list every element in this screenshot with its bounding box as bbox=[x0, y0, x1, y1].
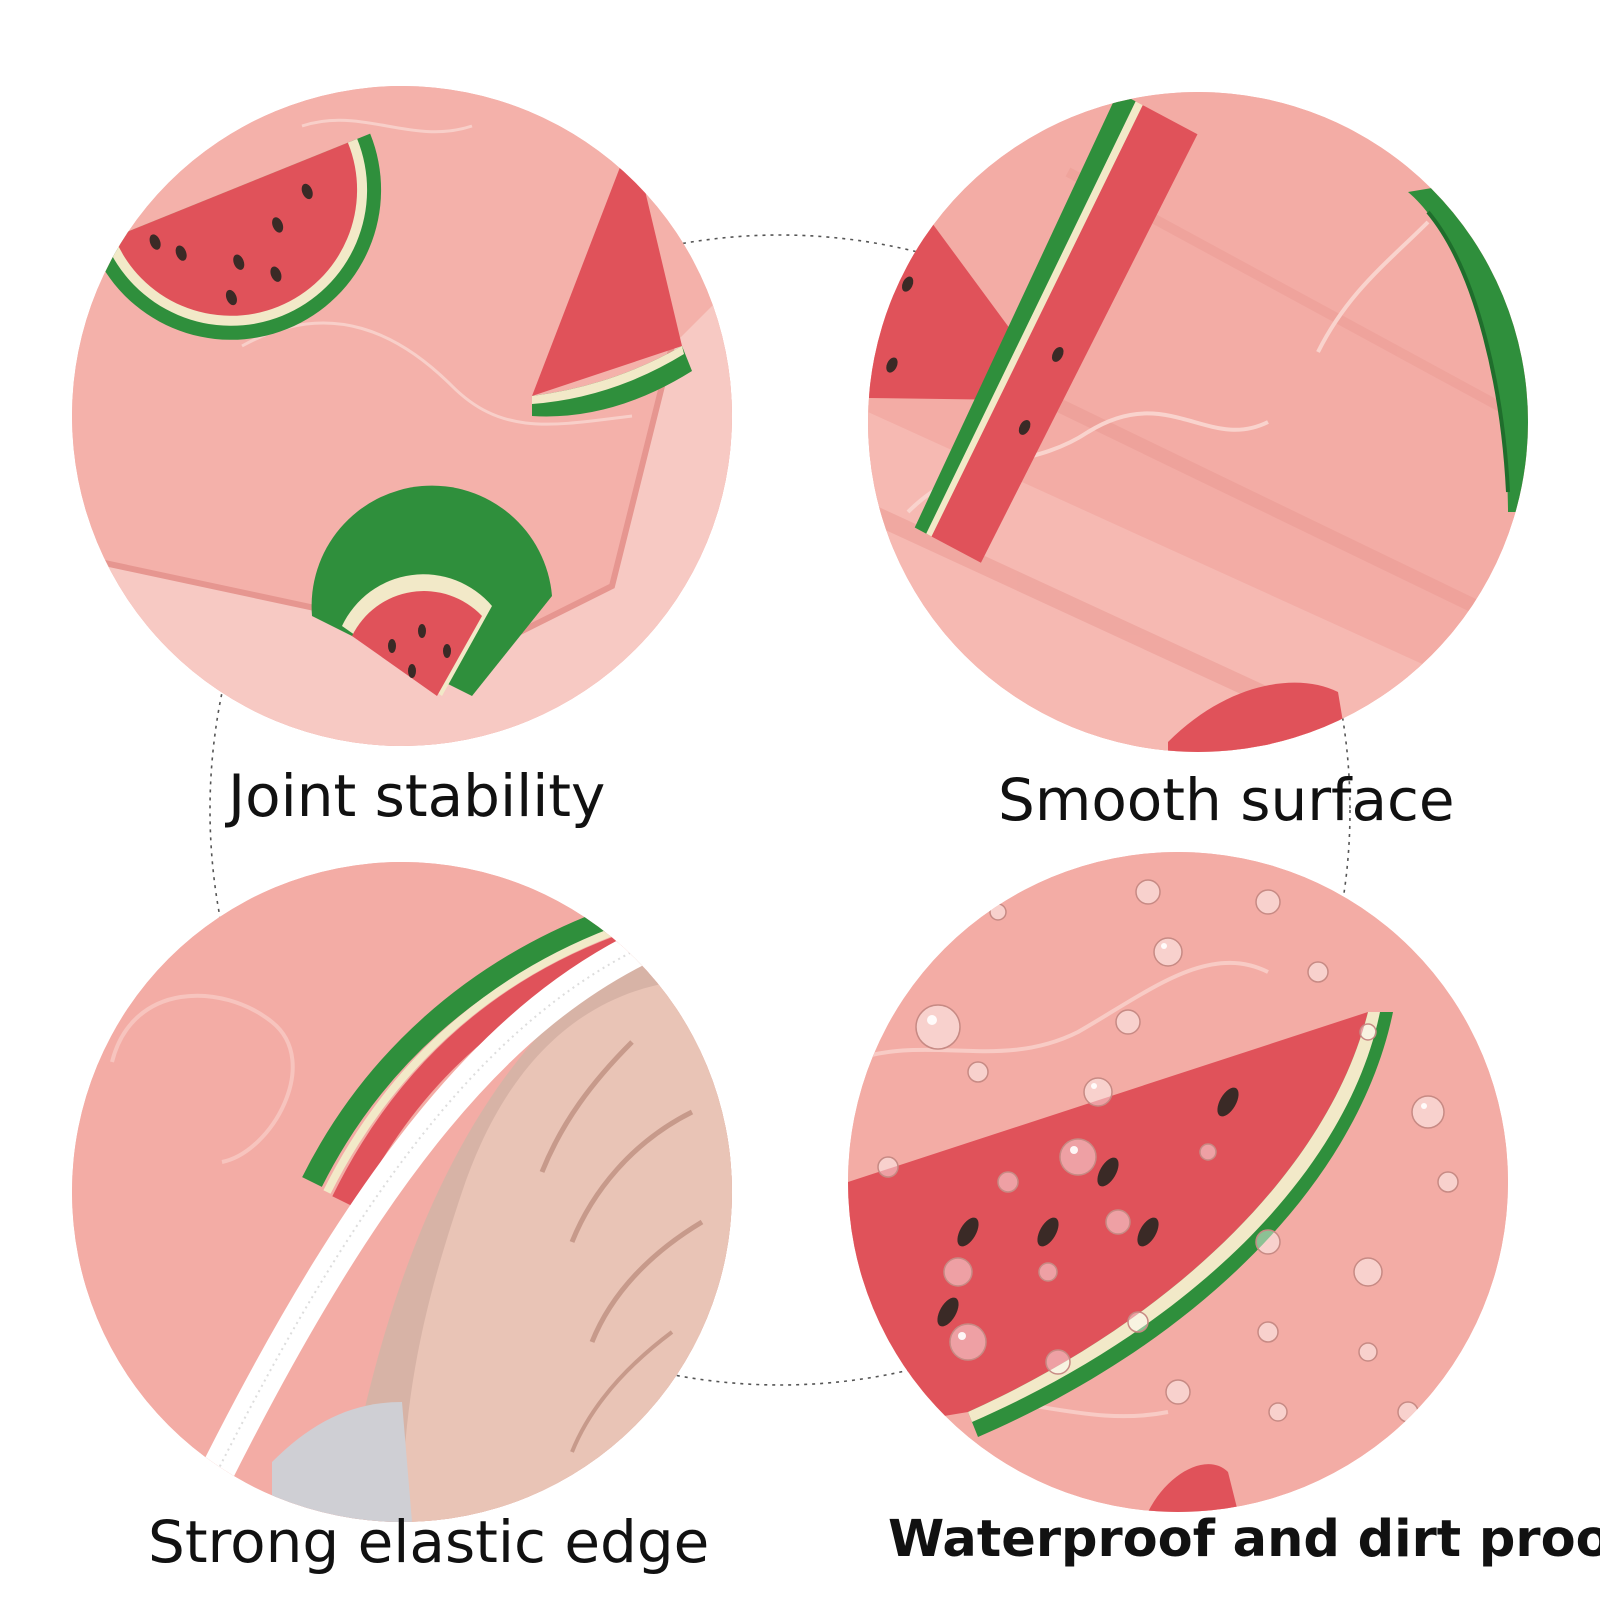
joint-stability-detail-image bbox=[72, 86, 732, 746]
smooth-surface-detail-image bbox=[868, 92, 1528, 752]
elastic-edge-detail-image bbox=[72, 862, 732, 1522]
caption-smooth-surface: Smooth surface bbox=[998, 766, 1455, 834]
caption-waterproof-dirt-proof: Waterproof and dirt proof bbox=[888, 1510, 1600, 1569]
caption-joint-stability: Joint stability bbox=[228, 762, 606, 830]
waterproof-detail-image bbox=[848, 852, 1508, 1512]
caption-strong-elastic-edge: Strong elastic edge bbox=[148, 1508, 710, 1576]
